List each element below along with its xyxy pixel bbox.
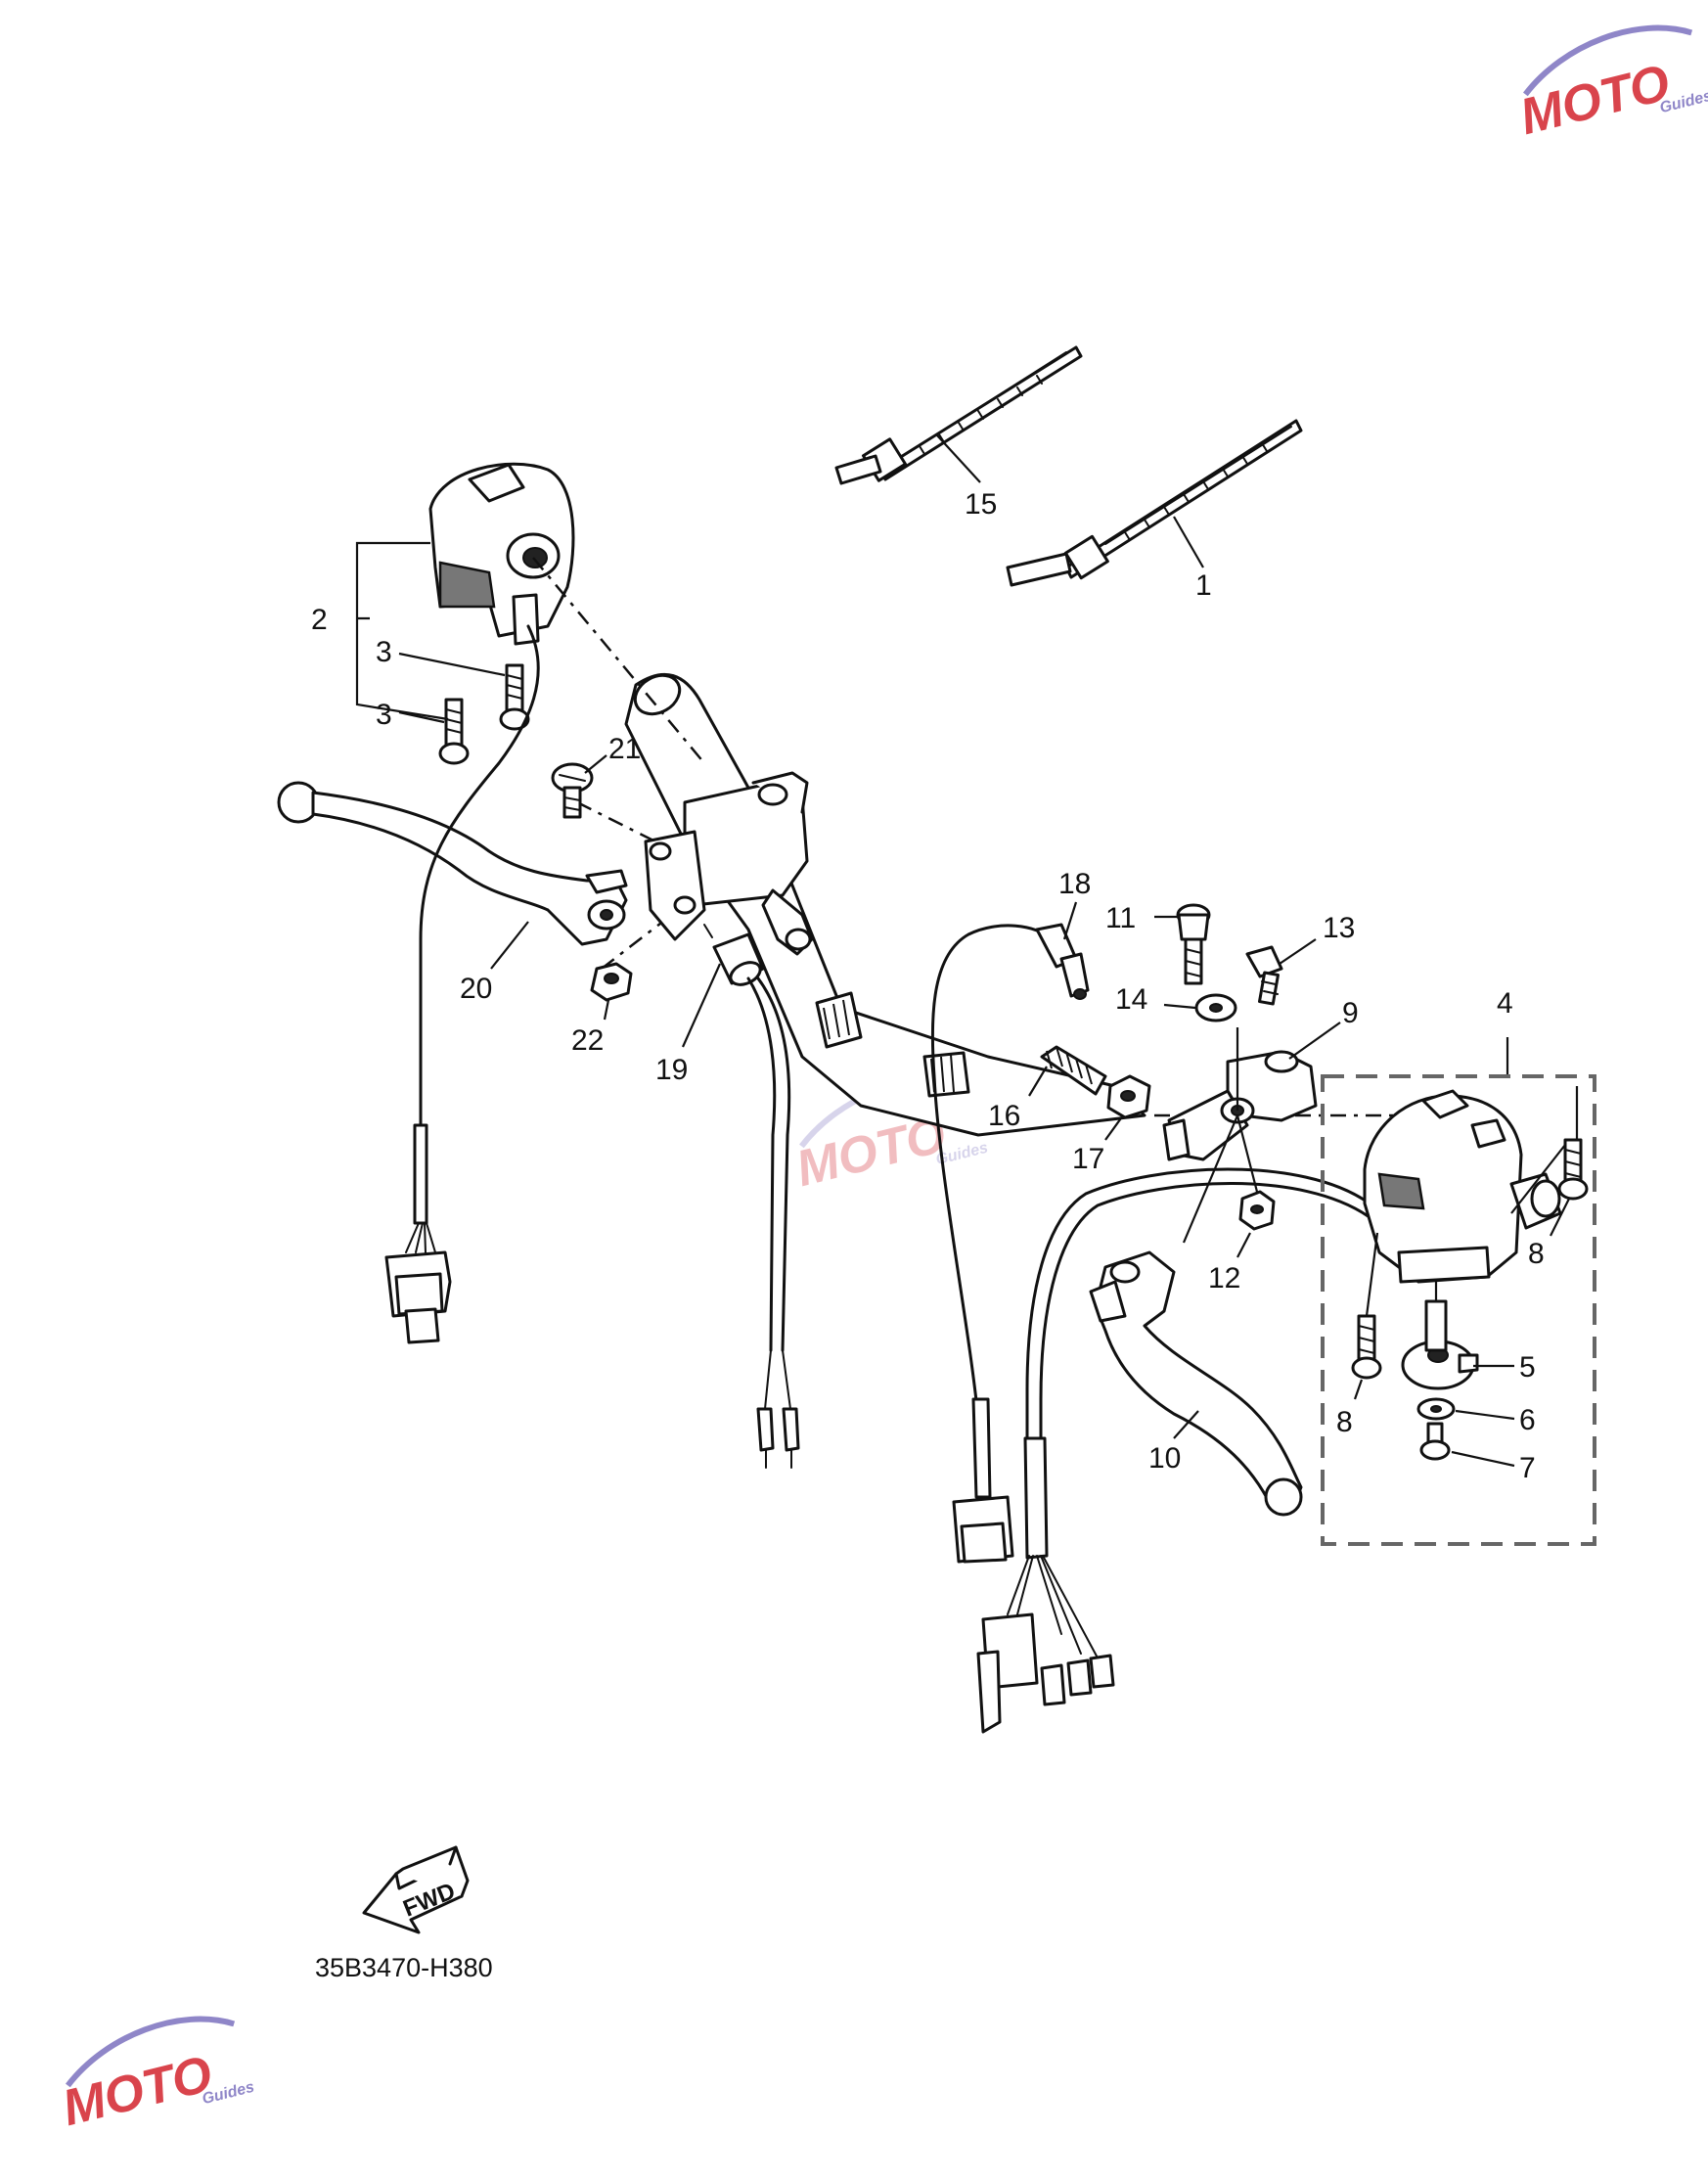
leader-3a: [398, 652, 506, 677]
locknut-17: [1106, 1074, 1151, 1119]
callout-6: 6: [1519, 1404, 1536, 1436]
washer-14: [1194, 993, 1237, 1022]
leader-2: [355, 541, 449, 721]
callout-9: 9: [1342, 997, 1359, 1029]
master-cylinder: [644, 771, 814, 956]
nut-12: [1238, 1190, 1276, 1231]
callout-21: 21: [608, 733, 641, 765]
leader-13: [1279, 938, 1317, 965]
leader-18: [1062, 901, 1078, 940]
washer-6: [1416, 1397, 1456, 1421]
callout-19: 19: [655, 1054, 688, 1086]
callout-7: 7: [1519, 1452, 1536, 1484]
leader-3b: [398, 710, 445, 724]
callout-17: 17: [1072, 1143, 1104, 1175]
leader-20: [490, 921, 529, 970]
front-brake-switch: [703, 924, 800, 1469]
callout-5: 5: [1519, 1351, 1536, 1384]
cable-tie-1: [1006, 419, 1303, 587]
callout-16: 16: [988, 1100, 1020, 1132]
watermark-logo-bottom: MOTO Guides: [57, 2016, 256, 2137]
screw-8-lower: [1351, 1314, 1382, 1380]
clutch-switch: [930, 923, 1090, 1564]
right-switch-harness: [976, 1167, 1371, 1734]
leader-14: [1163, 1003, 1196, 1010]
assembly-line-bracket: [1182, 1027, 1259, 1244]
leader-1: [1173, 516, 1204, 568]
leader-17: [1104, 1114, 1124, 1141]
cable-tie-15: [834, 345, 1083, 485]
leader-22: [603, 999, 610, 1021]
callout-8b: 8: [1336, 1406, 1353, 1438]
leader-12: [1236, 1232, 1251, 1258]
callout-3a: 3: [376, 636, 392, 668]
callout-12: 12: [1208, 1262, 1240, 1294]
clutch-bracket-9: [1162, 1050, 1318, 1161]
forward-arrow-icon: FWD: [362, 1845, 470, 1934]
screw-8-upper: [1557, 1138, 1589, 1201]
leader-6: [1455, 1409, 1515, 1421]
alignment-line-21: [576, 800, 657, 846]
leader-15: [936, 434, 981, 483]
leader-7: [1451, 1450, 1515, 1468]
watermark-logo-top: MOTO Guides: [1514, 24, 1708, 146]
screw-3-lower: [438, 698, 470, 765]
callout-15: 15: [965, 488, 997, 521]
alignment-line-left-switch: [532, 557, 705, 764]
callout-11: 11: [1105, 902, 1136, 934]
callout-14: 14: [1115, 983, 1147, 1016]
callout-18: 18: [1058, 868, 1091, 900]
clutch-lever: [1089, 1250, 1303, 1517]
alignment-line-22: [601, 919, 666, 970]
assembly-box-4: [1321, 1074, 1596, 1546]
screw-7: [1419, 1422, 1451, 1461]
svg-text:MOTO: MOTO: [1514, 54, 1675, 146]
screw-3-upper: [499, 663, 530, 731]
callout-2: 2: [311, 604, 328, 636]
left-brake-lever: [277, 781, 628, 946]
leader-16: [1028, 1066, 1048, 1097]
nut-22: [590, 962, 633, 1002]
leader-21: [584, 754, 607, 774]
throttle-guide-5: [1401, 1299, 1479, 1390]
leader-10: [1173, 1410, 1199, 1439]
callout-4: 4: [1497, 987, 1513, 1020]
bolt-13: [1245, 945, 1283, 1006]
leader-9: [1288, 1022, 1341, 1060]
leader-8a: [1550, 1198, 1570, 1237]
bolt-11: [1176, 903, 1211, 985]
cable-adjuster-16: [1040, 1045, 1107, 1096]
assembly-line-right-switch: [1365, 1086, 1579, 1317]
leader-19: [681, 963, 722, 1048]
left-switch-harness: [384, 624, 540, 1344]
drawing-code: 35B3470-H380: [315, 1953, 493, 1982]
callout-10: 10: [1148, 1442, 1181, 1475]
callout-1: 1: [1195, 569, 1212, 602]
callout-22: 22: [571, 1024, 604, 1057]
callout-20: 20: [460, 973, 492, 1005]
screw-21: [551, 762, 594, 819]
leader-8b: [1353, 1379, 1364, 1400]
callout-8a: 8: [1528, 1238, 1545, 1270]
callout-13: 13: [1323, 912, 1355, 944]
callout-3b: 3: [376, 699, 392, 731]
left-handlebar-switch: [428, 462, 575, 646]
svg-text:MOTO: MOTO: [57, 2045, 217, 2137]
right-handlebar-switch: [1363, 1089, 1562, 1284]
